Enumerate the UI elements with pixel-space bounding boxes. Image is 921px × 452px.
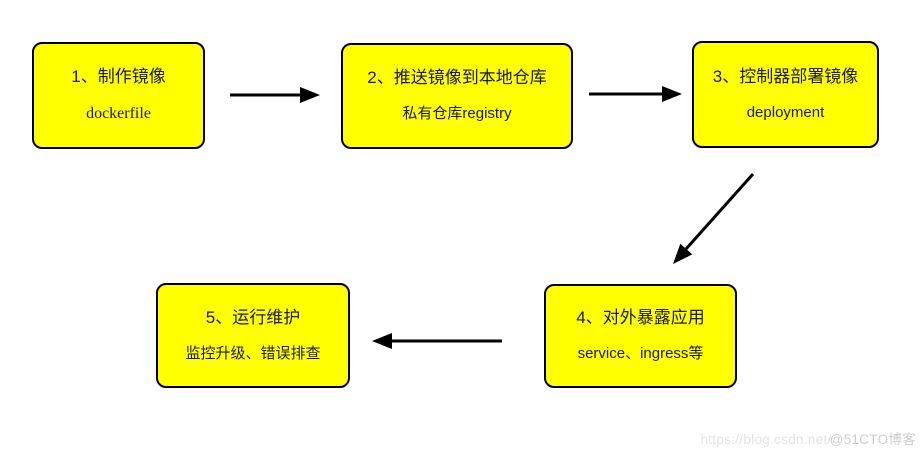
arrow-step3-to-step4 xyxy=(673,173,755,264)
flow-node-expose-app: 4、对外暴露应用 service、ingress等 xyxy=(544,284,737,388)
node-title: 1、制作镜像 xyxy=(71,67,166,87)
flow-node-make-image: 1、制作镜像 dockerfile xyxy=(32,42,205,149)
node-subtitle: deployment xyxy=(746,103,825,121)
watermark-url-text: https://blog.csdn.net/ xyxy=(700,432,832,447)
node-title: 2、推送镜像到本地仓库 xyxy=(367,68,547,88)
node-subtitle: service、ingress等 xyxy=(577,345,704,363)
watermark: https://blog.csdn.net/@51CTO博客 xyxy=(700,428,916,448)
arrow-step4-to-step5 xyxy=(372,333,502,349)
node-title: 4、对外暴露应用 xyxy=(576,308,705,328)
arrow-step1-to-step2 xyxy=(230,87,320,103)
node-title: 3、控制器部署镜像 xyxy=(712,66,859,86)
node-title: 5、运行维护 xyxy=(205,307,301,327)
watermark-badge-text: @51CTO博客 xyxy=(829,432,916,447)
arrow-step2-to-step3 xyxy=(589,86,682,102)
flow-node-push-image: 2、推送镜像到本地仓库 私有仓库registry xyxy=(341,43,573,149)
node-subtitle: 私有仓库registry xyxy=(402,105,512,123)
node-subtitle: 监控升级、错误排查 xyxy=(185,344,321,362)
flow-node-operate-maintain: 5、运行维护 监控升级、错误排查 xyxy=(156,283,350,388)
flow-node-deploy-image: 3、控制器部署镜像 deployment xyxy=(692,41,879,148)
node-subtitle: dockerfile xyxy=(86,105,151,123)
